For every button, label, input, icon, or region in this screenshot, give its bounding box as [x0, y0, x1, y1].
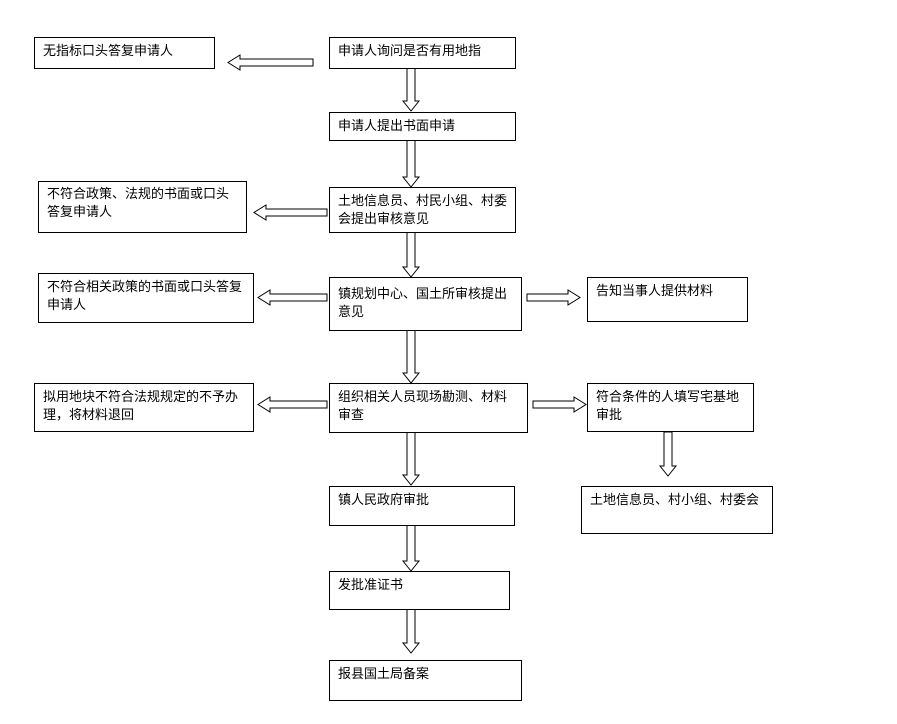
arrow-right-2 [532, 396, 587, 413]
arrow-down-6 [401, 524, 421, 572]
node-inquire-text: 申请人询问是否有用地指 [338, 44, 482, 59]
arrow-left-2 [253, 204, 328, 221]
arrow-down-5 [401, 431, 421, 486]
node-county-record-text: 报县国土局备案 [338, 667, 430, 682]
node-fill-form: 符合条件的人填写宅基地审批 [587, 383, 754, 432]
node-no-quota: 无指标口头答复申请人 [34, 37, 215, 69]
node-town-gov-approve: 镇人民政府审批 [329, 486, 515, 526]
node-notify-materials: 告知当事人提供材料 [587, 277, 748, 322]
arrow-down-7 [401, 608, 421, 654]
node-reject-return-text: 拟用地块不符合法规规定的不予办理，将材料退回 [43, 390, 239, 423]
arrow-down-1 [401, 67, 421, 112]
node-reject-return: 拟用地块不符合法规规定的不予办理，将材料退回 [34, 383, 254, 432]
arrow-left-3 [257, 289, 328, 306]
arrow-right-1 [526, 289, 581, 306]
node-town-review-text: 镇规划中心、国土所审核提出意见 [338, 287, 508, 320]
node-notify-materials-text: 告知当事人提供材料 [596, 284, 714, 299]
arrow-left-1 [227, 54, 314, 71]
node-reject-related-text: 不符合相关政策的书面或口头答复申请人 [47, 280, 243, 313]
node-written-app: 申请人提出书面申请 [329, 112, 516, 141]
node-village-committee-text: 土地信息员、村小组、村委会 [590, 493, 760, 508]
node-county-record: 报县国土局备案 [329, 660, 522, 701]
node-inquire: 申请人询问是否有用地指 [329, 37, 516, 69]
arrow-down-4 [401, 329, 421, 384]
node-site-survey-text: 组织相关人员现场勘测、材料审查 [338, 390, 508, 423]
node-written-app-text: 申请人提出书面申请 [338, 119, 456, 134]
node-site-survey: 组织相关人员现场勘测、材料审查 [329, 383, 528, 433]
node-town-review: 镇规划中心、国土所审核提出意见 [329, 277, 522, 331]
arrow-down-3 [401, 231, 421, 278]
node-reject-related: 不符合相关政策的书面或口头答复申请人 [38, 273, 254, 323]
node-town-gov-approve-text: 镇人民政府审批 [338, 493, 430, 508]
node-reject-policy: 不符合政策、法规的书面或口头答复申请人 [38, 181, 247, 233]
node-issue-permit-text: 发批准证书 [338, 578, 404, 593]
node-reject-policy-text: 不符合政策、法规的书面或口头答复申请人 [47, 187, 230, 220]
node-fill-form-text: 符合条件的人填写宅基地审批 [596, 390, 740, 423]
arrow-down-2 [401, 139, 421, 188]
arrow-down-right [658, 431, 678, 477]
node-issue-permit: 发批准证书 [329, 571, 510, 610]
node-village-committee: 土地信息员、村小组、村委会 [581, 486, 773, 534]
node-no-quota-text: 无指标口头答复申请人 [43, 44, 174, 59]
node-village-review-text: 土地信息员、村民小组、村委会提出审核意见 [338, 194, 508, 227]
arrow-left-4 [257, 396, 328, 413]
node-village-review: 土地信息员、村民小组、村委会提出审核意见 [329, 187, 516, 233]
